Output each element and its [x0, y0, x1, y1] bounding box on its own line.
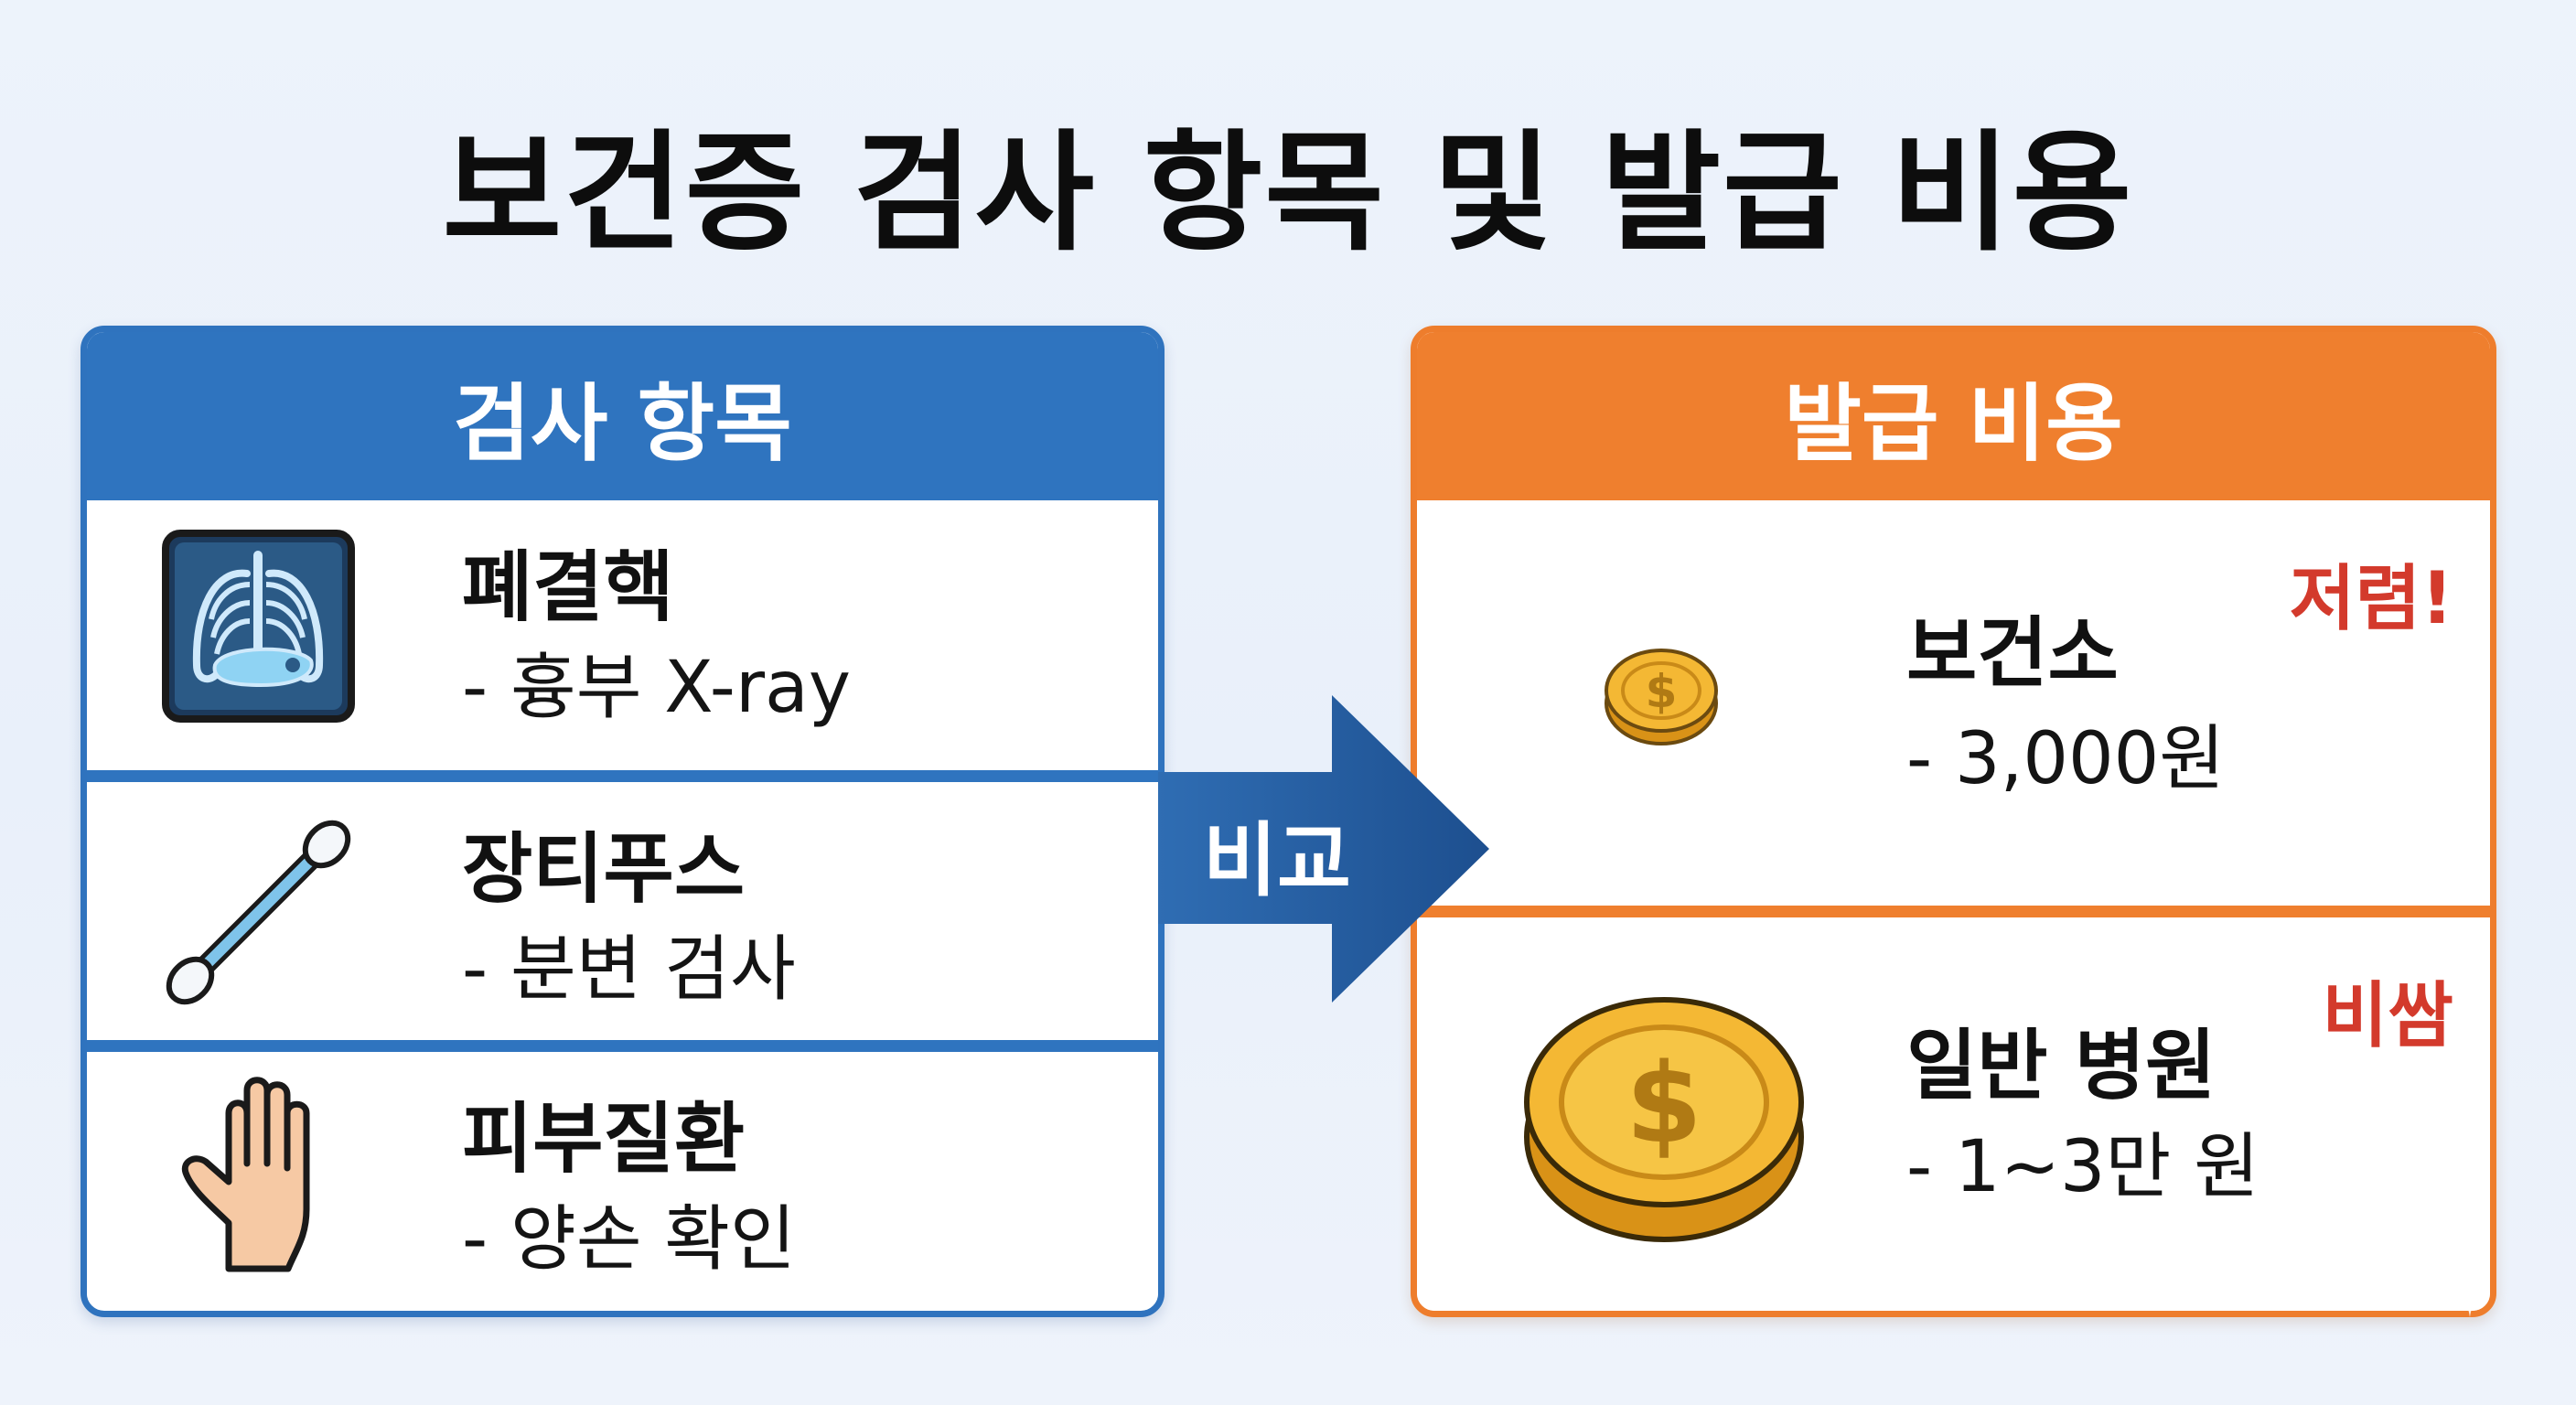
compare-label: 비교: [1203, 813, 1351, 907]
cost-item-detail: - 3,000원: [1906, 718, 2225, 800]
cost-panel: 발급 비용 $ 저렴! 보건소 - 3,000원 $ 비쌈 일반 병원 - 1~…: [1411, 326, 2496, 1317]
tests-panel-header: 검사 항목: [87, 332, 1158, 500]
cheap-badge: 저렴!: [2289, 558, 2453, 640]
chest-xray-icon: [160, 528, 357, 724]
arrow-right-icon: [1158, 695, 1489, 1003]
test-item-title: 장티푸스: [462, 824, 746, 914]
small-coin-icon: $: [1600, 638, 1723, 752]
large-coin-icon: $: [1518, 991, 1810, 1247]
test-item-title: 폐결핵: [462, 542, 674, 632]
test-item-title: 피부질환: [462, 1094, 746, 1184]
test-item-detail: - 흉부 X-ray: [462, 647, 851, 729]
test-item-tuberculosis: 폐결핵 - 흉부 X-ray: [87, 500, 1158, 770]
cost-item-general-hospital: $ 비쌈 일반 병원 - 1~3만 원: [1417, 906, 2490, 1311]
cost-item-detail: - 1~3만 원: [1906, 1126, 2259, 1208]
test-item-typhoid: 장티푸스 - 분변 검사: [87, 770, 1158, 1040]
expensive-badge: 비쌈: [2322, 975, 2453, 1057]
test-item-skin-disease: 피부질환 - 양손 확인: [87, 1040, 1158, 1310]
svg-text:$: $: [1646, 665, 1678, 718]
cotton-swab-icon: [151, 805, 366, 1020]
cost-panel-header: 발급 비용: [1417, 332, 2490, 500]
svg-text:$: $: [1626, 1041, 1702, 1168]
tests-panel: 검사 항목 폐결핵 - 흉부 X-ray: [80, 326, 1165, 1317]
test-item-detail: - 분변 검사: [462, 928, 796, 1011]
test-item-detail: - 양손 확인: [462, 1198, 796, 1281]
cost-item-title: 보건소: [1906, 608, 2119, 698]
page-title: 보건증 검사 항목 및 발급 비용: [442, 118, 2134, 269]
cost-item-title: 일반 병원: [1906, 1021, 2216, 1110]
hand-icon: [178, 1063, 348, 1282]
cost-item-public-health-center: $ 저렴! 보건소 - 3,000원: [1417, 500, 2490, 906]
sparkle-icon: [2452, 1281, 2488, 1317]
